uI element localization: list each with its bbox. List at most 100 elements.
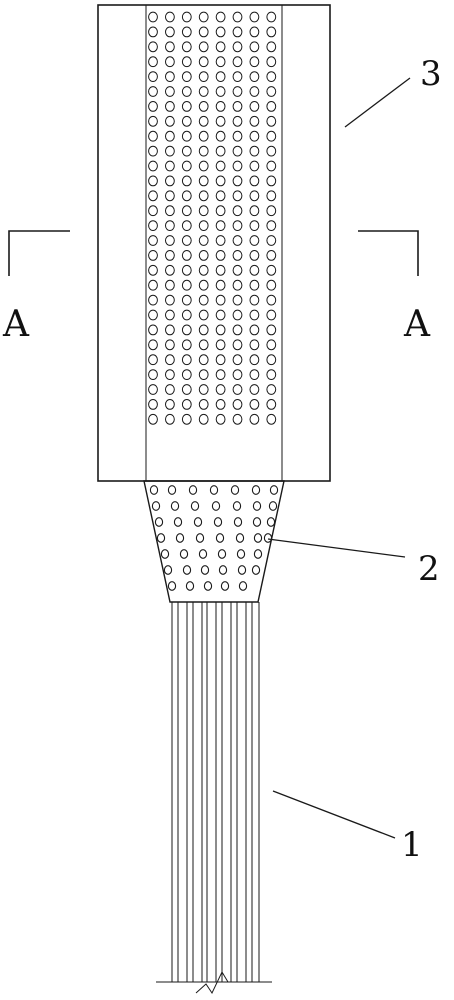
- perforation-hole: [249, 101, 260, 112]
- perforation-hole: [232, 220, 243, 232]
- perforation-hole: [232, 413, 243, 425]
- perforation-hole: [198, 384, 209, 395]
- perforation-hole: [232, 11, 243, 23]
- perforation-hole: [232, 205, 243, 217]
- perforation-hole: [249, 399, 260, 410]
- perforation-hole: [215, 145, 226, 157]
- perforation-hole: [215, 160, 226, 172]
- cone-hole: [149, 485, 159, 495]
- perforation-hole: [266, 160, 277, 172]
- cone-hole: [209, 485, 219, 495]
- perforation-hole: [148, 26, 158, 38]
- callout-2: 2: [267, 538, 440, 589]
- perforation-hole: [215, 56, 226, 68]
- perforation-hole: [266, 26, 277, 38]
- perforation-hole: [165, 384, 175, 395]
- perforation-hole: [232, 160, 243, 172]
- perforation-hole: [148, 369, 158, 381]
- perforation-hole: [266, 86, 277, 97]
- perforation-hole: [249, 354, 260, 366]
- perforation-hole: [148, 41, 158, 53]
- cone-hole: [195, 533, 205, 543]
- perforation-hole: [198, 309, 209, 321]
- perforation-hole: [266, 41, 277, 53]
- perforation-hole: [181, 56, 192, 68]
- perforation-hole: [249, 413, 260, 425]
- cone-hole: [251, 565, 261, 575]
- perforation-hole: [165, 250, 175, 261]
- perforation-hole: [198, 175, 209, 187]
- section-label-left: A: [2, 304, 30, 345]
- perforation-hole: [266, 71, 277, 82]
- perforation-hole: [266, 235, 277, 246]
- perforation-hole: [165, 115, 175, 127]
- cone-outline: [143, 480, 285, 603]
- perforation-hole: [249, 324, 260, 336]
- perforation-hole: [215, 324, 226, 336]
- cone-hole: [217, 549, 227, 559]
- perforation-hole: [266, 115, 277, 127]
- perforation-hole: [232, 309, 243, 321]
- perforation-hole: [249, 220, 260, 232]
- perforation-hole: [181, 220, 192, 232]
- perforation-hole: [266, 354, 277, 366]
- perforation-hole: [232, 384, 243, 395]
- perforation-hole: [249, 11, 260, 23]
- perforation-hole: [181, 250, 192, 261]
- perforation-hole: [181, 11, 192, 23]
- perforation-hole: [266, 369, 277, 381]
- perforation-hole: [249, 384, 260, 395]
- perforation-hole: [249, 279, 260, 291]
- perforation-hole: [181, 101, 192, 112]
- perforation-hole: [266, 399, 277, 410]
- part-1-rod-bundle: [171, 602, 260, 982]
- cone-hole: [213, 517, 223, 527]
- perforation-hole: [215, 264, 226, 276]
- perforation-hole: [249, 130, 260, 142]
- perforation-hole: [215, 413, 226, 425]
- perforation-hole: [215, 130, 226, 142]
- perforation-hole: [181, 399, 192, 410]
- part-number-3: 3: [420, 54, 442, 94]
- perforation-hole: [266, 175, 277, 187]
- perforation-hole: [266, 220, 277, 232]
- perforation-hole: [148, 354, 158, 366]
- cone-hole: [190, 501, 200, 511]
- perforation-hole: [198, 279, 209, 291]
- perforation-hole: [165, 160, 175, 172]
- perforation-hole: [198, 413, 209, 425]
- cone-hole: [266, 517, 276, 527]
- perforation-hole: [215, 384, 226, 395]
- perforation-hole: [148, 399, 158, 410]
- perforation-hole: [232, 324, 243, 336]
- perforation-hole: [165, 26, 175, 38]
- perforation-hole: [232, 190, 243, 202]
- perforation-hole: [181, 339, 192, 351]
- perforation-hole: [232, 369, 243, 381]
- perforation-hole: [148, 101, 158, 112]
- cone-hole: [167, 581, 177, 591]
- perforation-hole: [198, 130, 209, 142]
- perforation-hole: [181, 264, 192, 276]
- cone-hole: [198, 549, 208, 559]
- perforation-hole: [181, 130, 192, 142]
- perforation-hole: [165, 235, 175, 246]
- perforation-hole: [215, 190, 226, 202]
- perforation-hole: [249, 339, 260, 351]
- perforation-hole: [148, 145, 158, 157]
- perforation-hole: [249, 145, 260, 157]
- perforation-hole: [148, 384, 158, 395]
- perforation-hole: [232, 41, 243, 53]
- cone-hole: [193, 517, 203, 527]
- perforation-hole: [181, 309, 192, 321]
- perforation-hole: [148, 86, 158, 97]
- cone-hole: [218, 565, 228, 575]
- perforation-hole: [215, 354, 226, 366]
- perforation-hole: [249, 294, 260, 306]
- perforation-hole: [181, 235, 192, 246]
- perforation-hole: [215, 339, 226, 351]
- perforation-hole: [198, 369, 209, 381]
- cone-hole: [253, 549, 263, 559]
- perforation-hole: [198, 205, 209, 217]
